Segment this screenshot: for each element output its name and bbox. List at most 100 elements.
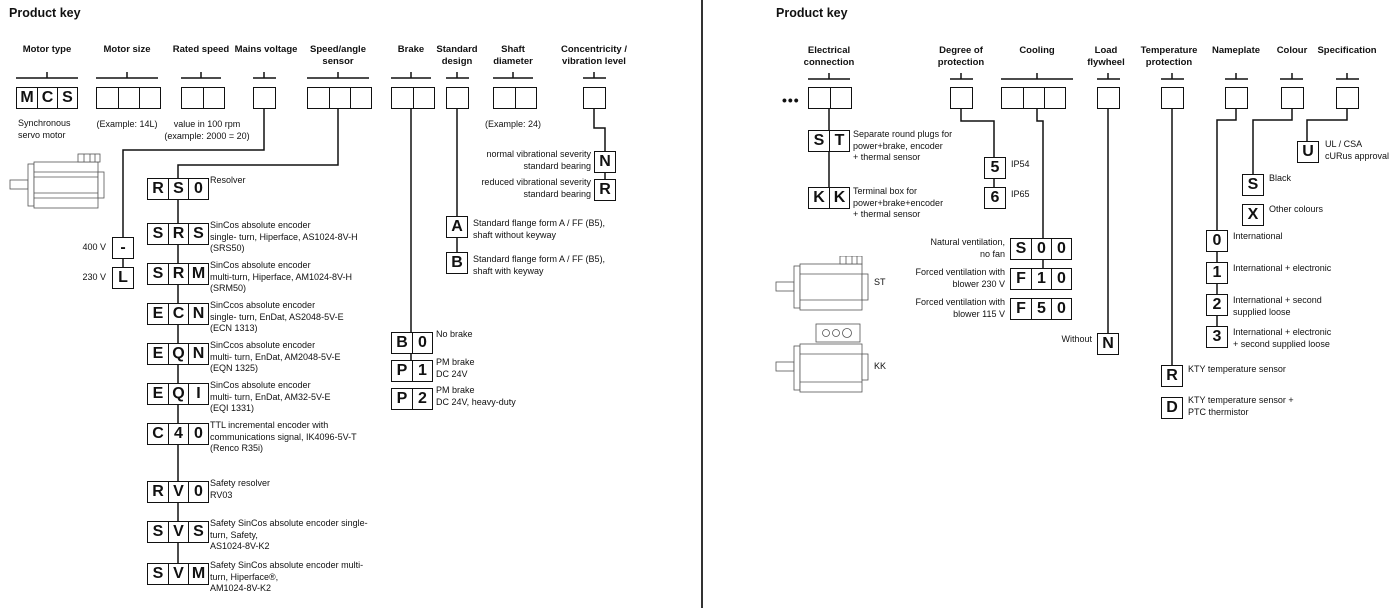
code-char: R bbox=[1166, 367, 1178, 384]
slot-rated-speed bbox=[181, 87, 225, 109]
code-vibration-n: N bbox=[594, 151, 616, 173]
code-char: S bbox=[1015, 240, 1027, 257]
header-line: sensor bbox=[322, 56, 354, 67]
empty-cell bbox=[1044, 88, 1065, 108]
code-char: C bbox=[152, 425, 164, 442]
empty-cell bbox=[413, 88, 434, 108]
empty-cell bbox=[809, 88, 830, 108]
code-char: P bbox=[396, 390, 408, 407]
note-line: normal vibrational severity bbox=[486, 149, 591, 159]
code-char: R bbox=[152, 180, 164, 197]
note-line: Synchronous bbox=[18, 118, 71, 128]
note-line: shaft with keyway bbox=[473, 265, 544, 276]
note-line: standard bearing bbox=[523, 188, 591, 199]
slot-temperature bbox=[1161, 87, 1184, 109]
code-char: S bbox=[1247, 176, 1259, 193]
motor-kk-label: KK bbox=[874, 361, 887, 371]
header-line: Speed/angle bbox=[310, 44, 366, 55]
sensor-description: Safety SinCos absolute encoder single-tu… bbox=[210, 518, 368, 553]
code-char: 0 bbox=[1051, 269, 1071, 289]
header-brackets-left bbox=[16, 72, 606, 79]
note-line: Safety SinCos absolute encoder single- bbox=[210, 518, 368, 528]
code-char: R bbox=[168, 224, 188, 244]
code-char: 0 bbox=[1051, 299, 1071, 319]
electrical-kk-description: Terminal box for power+brake+encoder + t… bbox=[853, 186, 943, 221]
sensor-connector bbox=[177, 107, 339, 568]
note-line: value in 100 rpm bbox=[173, 119, 241, 129]
note-line: SinCcos absolute encoder bbox=[210, 340, 316, 350]
note-line: TTL incremental encoder with bbox=[210, 420, 329, 430]
code-temperature-r: R bbox=[1161, 365, 1183, 387]
header-line: Degree of bbox=[939, 45, 983, 56]
code-char: 0 bbox=[412, 333, 432, 353]
code-char: A bbox=[451, 218, 463, 235]
protection-label: IP65 bbox=[1011, 189, 1030, 199]
temperature-r-description: KTY temperature sensor bbox=[1188, 364, 1286, 374]
empty-cell bbox=[1098, 88, 1119, 108]
code-char: 0 bbox=[188, 482, 208, 502]
empty-cell bbox=[118, 88, 139, 108]
code-protection-6: 6 bbox=[984, 187, 1006, 209]
empty-cell bbox=[1002, 88, 1023, 108]
note-line: shaft without keyway bbox=[473, 229, 557, 240]
code-char: 0 bbox=[1031, 239, 1051, 259]
note-line: KTY temperature sensor + bbox=[1188, 395, 1294, 405]
note-line: (EQN 1325) bbox=[210, 363, 259, 373]
note-line: Resolver bbox=[210, 175, 246, 185]
header-mains-voltage: Mains voltage bbox=[234, 44, 298, 55]
header-line: Load bbox=[1094, 45, 1118, 56]
note-line: SinCos absolute encoder bbox=[210, 380, 311, 390]
code-char: 4 bbox=[168, 424, 188, 444]
note-line: (ECN 1313) bbox=[210, 323, 258, 333]
rated-speed-note: value in 100 rpm (example: 2000 = 20) bbox=[164, 119, 249, 142]
slot-motor-type: M C S bbox=[16, 87, 78, 109]
note-line: communications signal, IK4096-5V-T bbox=[210, 431, 357, 442]
right-page-title: Product key bbox=[776, 6, 848, 20]
header-line: Shaft bbox=[501, 44, 525, 55]
header-line: Temperature bbox=[1140, 45, 1198, 56]
code-char: I bbox=[188, 384, 208, 404]
note-line: + second supplied loose bbox=[1233, 338, 1330, 349]
note-line: SinCos absolute encoder bbox=[210, 220, 311, 230]
motor-size-note: (Example: 14L) bbox=[96, 119, 158, 129]
code-spec-u: U bbox=[1297, 141, 1319, 163]
empty-cell bbox=[203, 88, 224, 108]
spec-connector bbox=[1306, 107, 1348, 142]
note-line: reduced vibrational severity bbox=[481, 177, 591, 187]
code-char: 0 bbox=[1212, 232, 1222, 249]
slot-cooling bbox=[1001, 87, 1066, 109]
code-temperature-d: D bbox=[1161, 397, 1183, 419]
header-line: Standard bbox=[436, 44, 478, 55]
header-line: Electrical bbox=[807, 45, 851, 56]
header-specification: Specification bbox=[1317, 45, 1377, 56]
note-line: Forced ventilation with bbox=[915, 297, 1005, 307]
empty-cell bbox=[329, 88, 350, 108]
nameplate-description: International bbox=[1233, 231, 1283, 243]
vibration-n-description: normal vibrational severity standard bea… bbox=[486, 149, 591, 172]
note-line: (Renco R35i) bbox=[210, 443, 264, 453]
note-line: multi- turn, EnDat, AM32-5V-E bbox=[210, 391, 331, 402]
code-char: Q bbox=[168, 344, 188, 364]
code-char: S bbox=[152, 265, 164, 282]
code-char: K bbox=[829, 188, 849, 208]
protection-connector bbox=[960, 107, 995, 188]
code-char: S bbox=[813, 132, 825, 149]
note-line: Forced ventilation with bbox=[915, 267, 1005, 277]
code-char: L bbox=[118, 269, 128, 286]
note-line: power+brake+encoder bbox=[853, 197, 944, 208]
empty-cell bbox=[951, 88, 972, 108]
code-char: N bbox=[599, 153, 611, 170]
code-char: F bbox=[1016, 270, 1026, 287]
note-line: DC 24V bbox=[436, 368, 468, 379]
protection-label: IP54 bbox=[1011, 159, 1030, 169]
empty-cell bbox=[139, 88, 160, 108]
note-line: PTC thermistor bbox=[1188, 406, 1249, 417]
colour-label: Other colours bbox=[1269, 204, 1324, 214]
